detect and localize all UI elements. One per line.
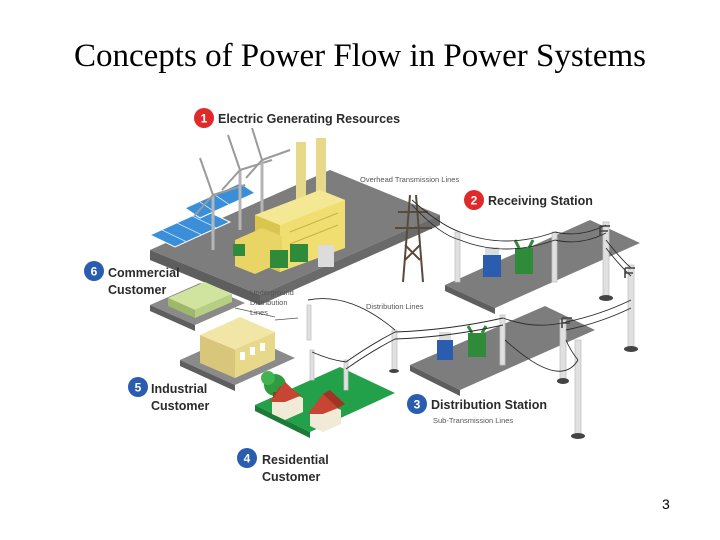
badge-6-number: 6 bbox=[91, 265, 98, 279]
label-residential-customer: Customer bbox=[262, 470, 320, 484]
pole-bases bbox=[389, 295, 638, 439]
label-commercial: Commercial bbox=[108, 266, 180, 280]
commercial-building bbox=[168, 282, 232, 318]
page-number: 3 bbox=[662, 496, 670, 512]
badge-1: 1 bbox=[194, 108, 214, 128]
utility-poles bbox=[306, 221, 635, 436]
industrial-platform-edge bbox=[180, 360, 235, 391]
generation-transformers bbox=[233, 244, 334, 268]
distribution-station-equipment bbox=[437, 325, 488, 360]
label-sub-transmission-lines: Sub-Transmission Lines bbox=[433, 416, 513, 425]
label-residential: Residential bbox=[262, 453, 329, 467]
transmission-tower bbox=[395, 194, 432, 283]
label-overhead-transmission-lines: Overhead Transmission Lines bbox=[360, 175, 459, 184]
underground-line-pointers bbox=[234, 307, 299, 321]
pole-insulators bbox=[561, 225, 635, 328]
distribution-platform-edge bbox=[410, 365, 460, 396]
badge-2-number: 2 bbox=[471, 194, 478, 208]
badge-5-number: 5 bbox=[135, 381, 142, 395]
badge-5: 5 bbox=[128, 377, 148, 397]
badge-4: 4 bbox=[237, 448, 257, 468]
wind-turbines bbox=[194, 127, 291, 250]
badge-3: 3 bbox=[407, 394, 427, 414]
receiving-platform bbox=[445, 220, 640, 308]
label-distribution-lines: Distribution Lines bbox=[366, 302, 424, 311]
badge-2: 2 bbox=[464, 190, 484, 210]
label-underground-1: Underground bbox=[250, 288, 294, 297]
badge-1-number: 1 bbox=[201, 112, 208, 126]
label-distribution-station: Distribution Station bbox=[431, 398, 547, 412]
label-electric-generating-resources: Electric Generating Resources bbox=[218, 112, 400, 126]
generation-platform-edge bbox=[150, 250, 260, 305]
label-underground-3: Lines bbox=[250, 308, 268, 317]
commercial-platform-edge bbox=[150, 305, 195, 331]
badge-6: 6 bbox=[84, 261, 104, 281]
overhead-transmission-wires bbox=[307, 199, 632, 372]
industrial-building bbox=[200, 317, 275, 378]
label-industrial-customer: Customer bbox=[151, 399, 209, 413]
label-underground-2: Distribution bbox=[250, 298, 288, 307]
generation-platform-edge bbox=[260, 215, 440, 305]
residential-lawn-edge bbox=[255, 405, 310, 438]
label-receiving-station: Receiving Station bbox=[488, 194, 593, 208]
label-commercial-customer: Customer bbox=[108, 283, 166, 297]
slide-title: Concepts of Power Flow in Power Systems bbox=[74, 38, 646, 74]
receiving-platform-edge bbox=[445, 285, 495, 314]
receiving-station-equipment bbox=[483, 239, 535, 277]
label-industrial: Industrial bbox=[151, 382, 207, 396]
badge-3-number: 3 bbox=[414, 398, 421, 412]
badge-4-number: 4 bbox=[244, 452, 251, 466]
residential-houses bbox=[270, 382, 345, 432]
